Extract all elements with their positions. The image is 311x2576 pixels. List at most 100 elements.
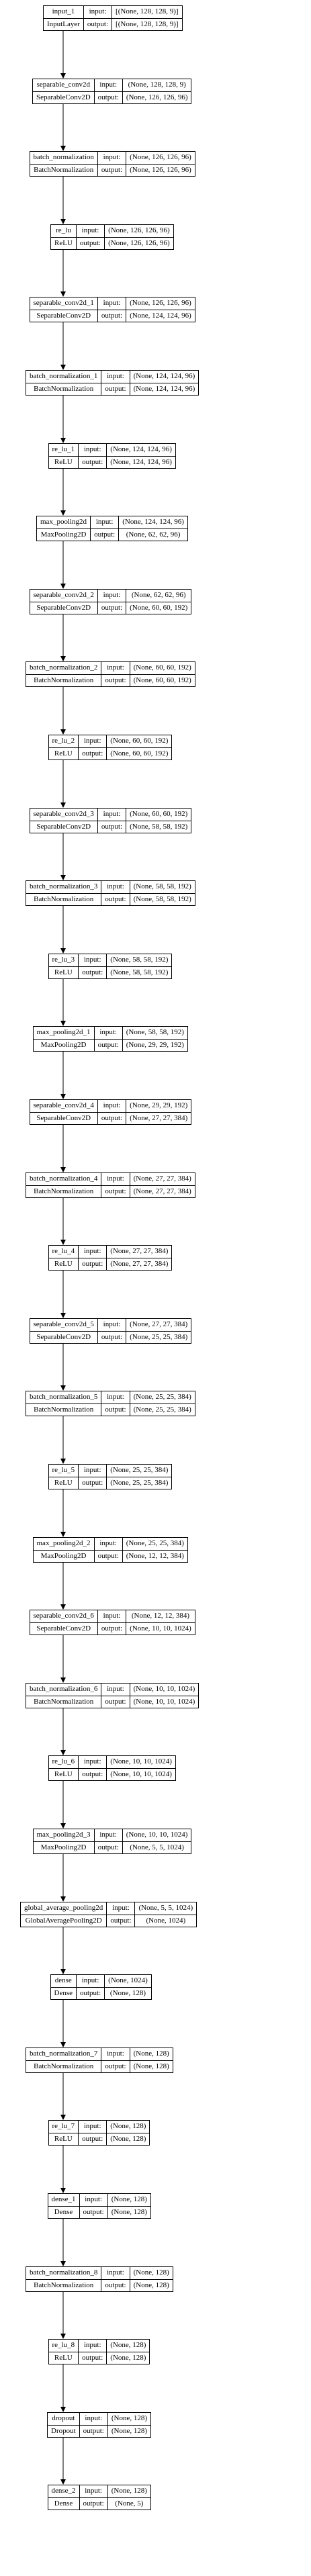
input-label: input: — [81, 1976, 99, 1985]
layer-name: re_lu_7 — [52, 2122, 75, 2131]
input-shape: (None, 128, 128, 9) — [128, 81, 186, 89]
output-shape: (None, 128) — [130, 2060, 173, 2073]
layer-type: MaxPooling2D — [33, 1549, 94, 1563]
input-shape: (None, 58, 58, 192) — [126, 1028, 184, 1037]
input-label: input: — [83, 445, 101, 454]
layer-name: re_lu_6 — [52, 1757, 75, 1766]
output-label: output: — [79, 1767, 107, 1781]
layer-name: batch_normalization — [33, 153, 94, 162]
layer-type: SeparableConv2D — [30, 1111, 97, 1125]
output-shape: (None, 128) — [105, 1986, 151, 2000]
input-label: input: — [103, 1612, 121, 1620]
input-shape: (None, 128) — [133, 2050, 169, 2058]
layer-name: re_lu_1 — [52, 445, 75, 454]
layer-type: Dense — [48, 2497, 79, 2510]
layer-type: BatchNormalization — [26, 1403, 101, 1416]
input-label: input: — [99, 1028, 117, 1037]
layer-type: BatchNormalization — [26, 382, 101, 396]
input-label: input: — [107, 1685, 124, 1694]
layer-name: separable_conv2d_5 — [33, 1320, 94, 1329]
layer-name: dense — [54, 1976, 72, 1985]
output-label: output: — [79, 1257, 107, 1271]
output-shape: [(None, 128, 128, 9)] — [112, 17, 182, 31]
layer-name: re_lu_4 — [52, 1247, 75, 1256]
output-shape: (None, 25, 25, 384) — [107, 1476, 172, 1489]
layer-name: max_pooling2d_1 — [36, 1028, 91, 1037]
output-label: output: — [97, 163, 126, 177]
output-label: output: — [91, 528, 119, 541]
input-shape: (None, 126, 126, 96) — [130, 153, 191, 162]
output-label: output: — [97, 309, 126, 322]
output-label: output: — [94, 91, 122, 104]
output-shape: (None, 25, 25, 384) — [130, 1403, 195, 1416]
layer-type: ReLU — [48, 966, 79, 979]
output-shape: (None, 128) — [107, 2132, 150, 2146]
layer-name: re_lu_3 — [52, 956, 75, 964]
output-shape: (None, 128) — [107, 2424, 150, 2438]
output-label: output: — [79, 2497, 107, 2510]
input-shape: (None, 25, 25, 384) — [133, 1393, 191, 1401]
input-label: input: — [107, 882, 124, 891]
input-label: input: — [99, 1831, 117, 1839]
input-label: input: — [85, 2487, 102, 2495]
output-label: output: — [94, 1549, 122, 1563]
input-shape: (None, 5, 5, 1024) — [138, 1904, 193, 1913]
output-shape: (None, 5) — [107, 2497, 150, 2510]
input-label: input: — [85, 2414, 103, 2423]
output-label: output: — [101, 1185, 130, 1198]
layer-name: input_1 — [52, 7, 75, 16]
layer-name: batch_normalization_3 — [30, 882, 98, 891]
output-label: output: — [79, 2205, 107, 2219]
layer-name: re_lu — [56, 226, 71, 235]
output-label: output: — [107, 1914, 135, 1927]
input-shape: (None, 128) — [110, 2122, 146, 2131]
layer-name: batch_normalization_5 — [30, 1393, 98, 1401]
input-shape: (None, 124, 124, 96) — [133, 372, 195, 381]
output-label: output: — [94, 1841, 122, 1854]
input-shape: (None, 58, 58, 192) — [110, 956, 169, 964]
layer-type: MaxPooling2D — [33, 1038, 94, 1052]
layer-type: SeparableConv2D — [33, 91, 94, 104]
layer-name: max_pooling2d_2 — [36, 1539, 91, 1548]
input-label: input: — [112, 1904, 130, 1913]
output-shape: (None, 10, 10, 1024) — [126, 1622, 195, 1635]
layer-name: dropout — [52, 2414, 75, 2423]
layer-type: ReLU — [48, 1767, 79, 1781]
output-shape: (None, 58, 58, 192) — [130, 892, 195, 906]
layer-name: separable_conv2d_3 — [33, 810, 94, 819]
input-shape: (None, 124, 124, 96) — [110, 445, 172, 454]
input-shape: (None, 128) — [111, 2414, 147, 2423]
layer-name: separable_conv2d_6 — [33, 1612, 94, 1620]
layer-type: InputLayer — [44, 17, 83, 31]
layer-name: re_lu_2 — [52, 737, 75, 745]
input-shape: (None, 128) — [111, 2195, 147, 2204]
output-label: output: — [83, 17, 112, 31]
layer-name: dense_2 — [51, 2487, 76, 2495]
output-shape: (None, 27, 27, 384) — [126, 1111, 191, 1125]
input-shape: (None, 126, 126, 96) — [108, 226, 170, 235]
layer-name: batch_normalization_1 — [30, 372, 98, 381]
output-label: output: — [101, 2279, 130, 2292]
input-shape: (None, 10, 10, 1024) — [133, 1685, 195, 1694]
output-shape: (None, 10, 10, 1024) — [130, 1695, 199, 1708]
input-label: input: — [99, 1539, 117, 1548]
output-label: output: — [101, 674, 130, 687]
output-label: output: — [101, 382, 130, 396]
input-shape: (None, 62, 62, 96) — [131, 591, 186, 600]
